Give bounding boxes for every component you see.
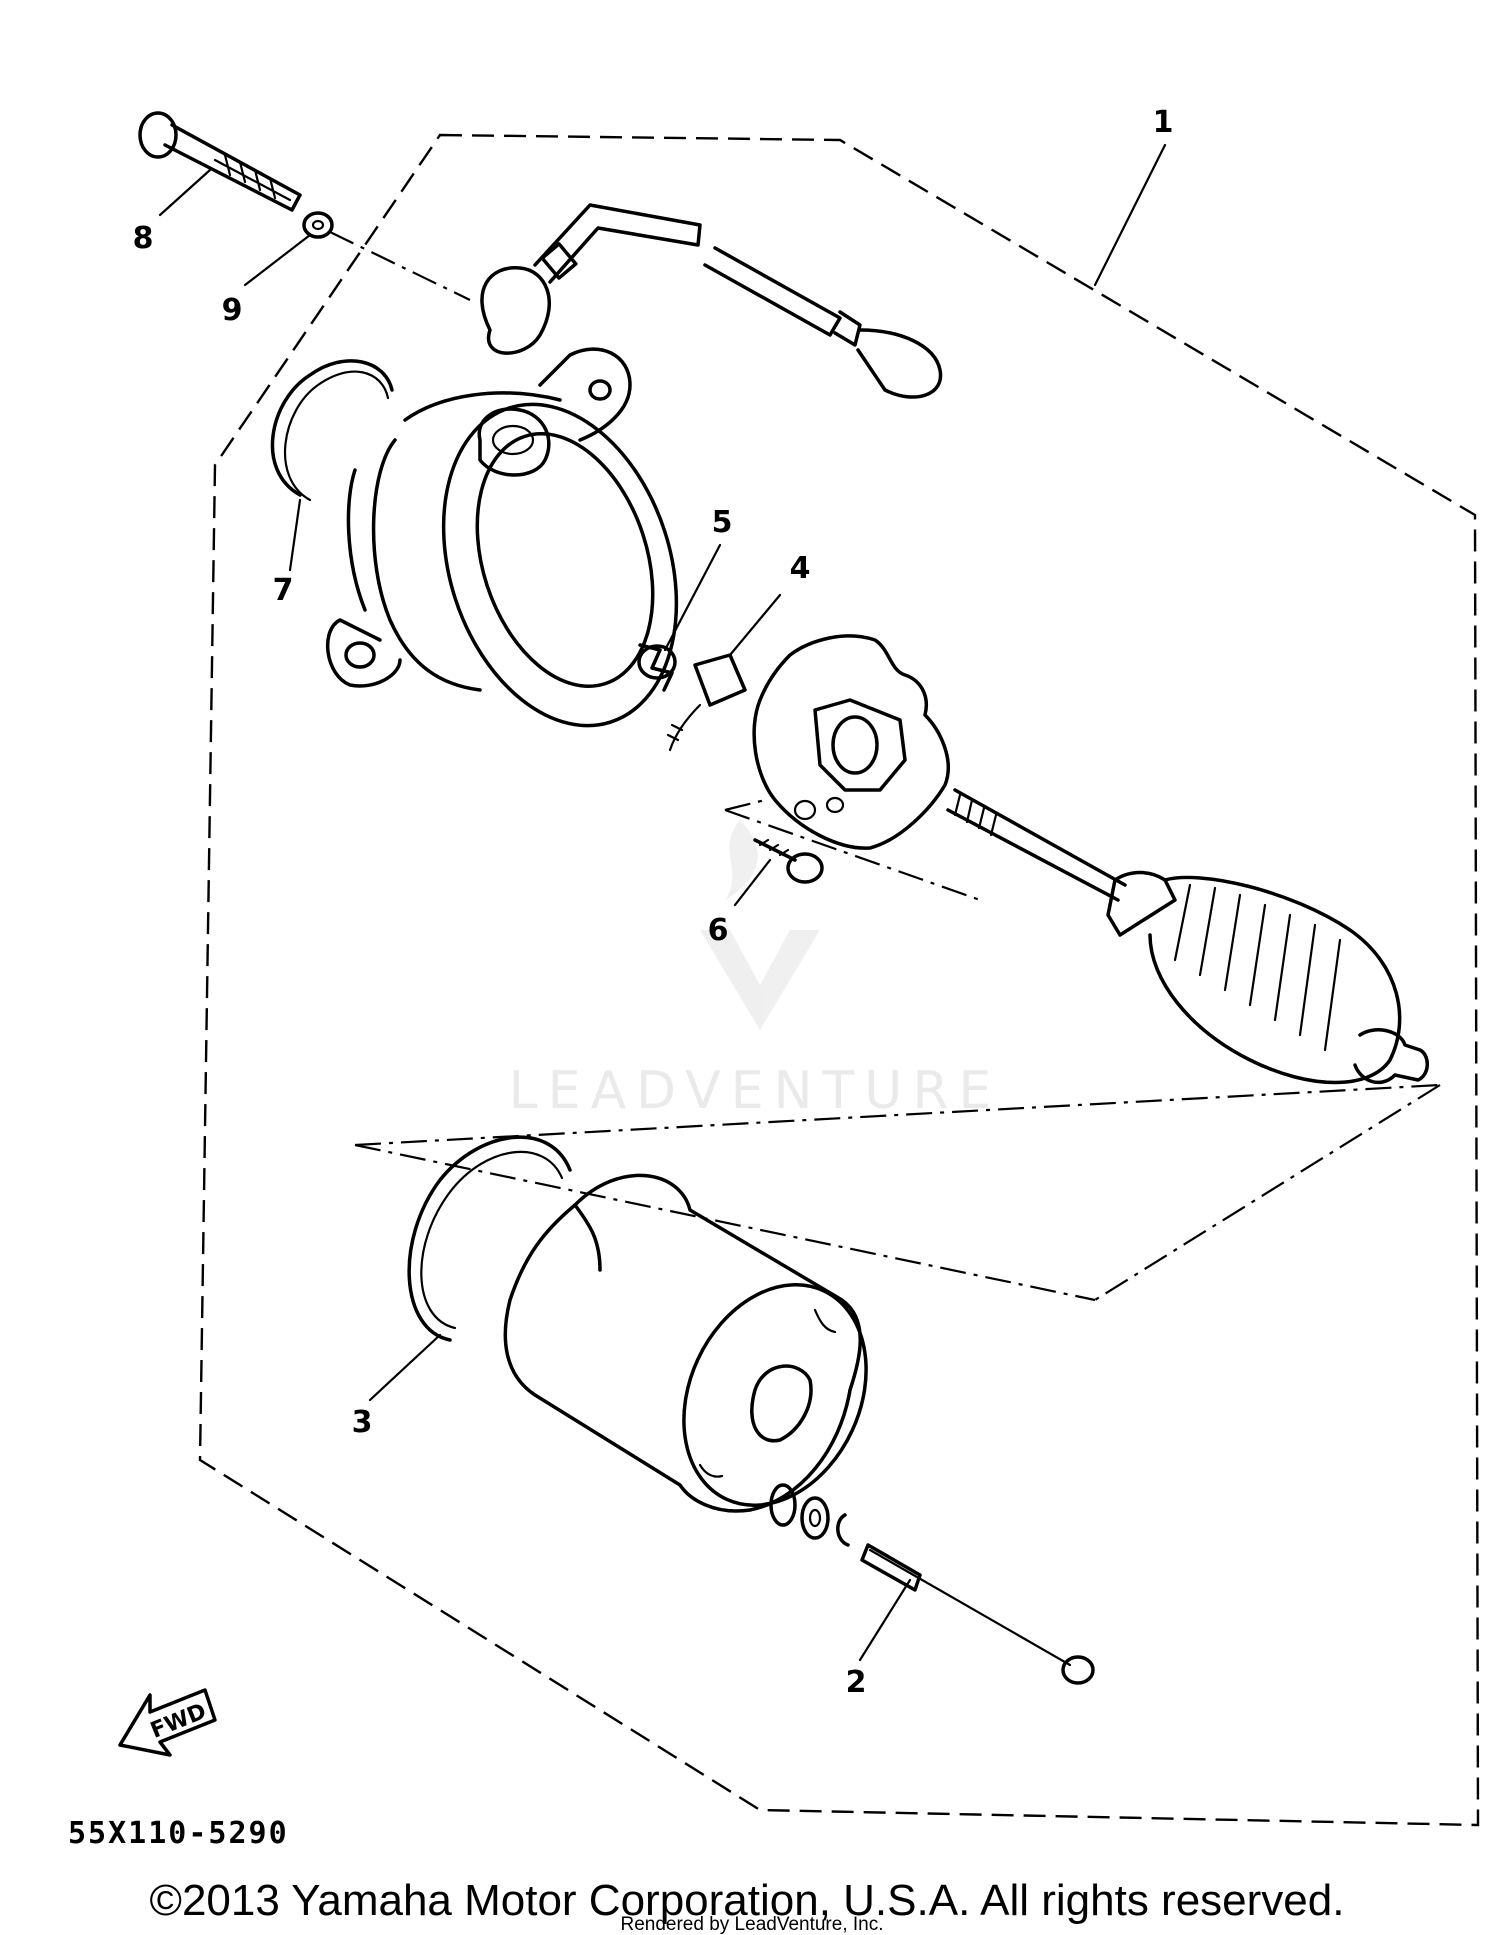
callout-2: 2 (846, 1665, 867, 1700)
lead-wire (480, 203, 943, 399)
callout-4: 4 (790, 551, 811, 586)
front-cover-housing (325, 347, 679, 728)
callout-6: 6 (708, 913, 729, 948)
callout-5: 5 (712, 505, 733, 540)
callout-7: 7 (273, 573, 294, 608)
callout-9: 9 (222, 293, 243, 328)
watermark-text: LEADVENTURE (509, 1061, 1002, 1121)
spring-5 (637, 643, 677, 692)
fwd-label: FWD (147, 1699, 210, 1744)
armature-bracket (354, 1083, 1441, 1302)
yoke-motor-body (503, 1173, 868, 1513)
armature (946, 788, 1429, 1085)
rendered-by-text: Rendered by LeadVenture, Inc. (620, 1914, 883, 1935)
washer-9 (302, 211, 334, 239)
washer-set (769, 1483, 850, 1547)
diagram-code: 55X110-5290 (68, 1816, 289, 1851)
copyright-text: ©2013 Yamaha Motor Corporation, U.S.A. A… (150, 1876, 1345, 1925)
assembly-boundary (198, 133, 1480, 1827)
callout-1: 1 (1153, 105, 1174, 140)
o-ring-7 (270, 359, 394, 502)
callout-8: 8 (133, 221, 154, 256)
bolt-8 (138, 111, 302, 212)
bolt-2 (860, 1543, 1095, 1685)
brush-4 (666, 653, 747, 752)
o-ring-3 (407, 1135, 572, 1342)
brush-holder-plate (752, 634, 950, 850)
fwd-arrow: FWD (118, 1688, 217, 1757)
leader-lines (158, 143, 1167, 1662)
screw-6 (753, 838, 824, 884)
brush-plate-bracket (724, 798, 981, 902)
callout-3: 3 (352, 1405, 373, 1440)
leadventure-watermark: LEADVENTURE (509, 820, 1002, 1121)
bolt-axis-line (329, 231, 471, 301)
